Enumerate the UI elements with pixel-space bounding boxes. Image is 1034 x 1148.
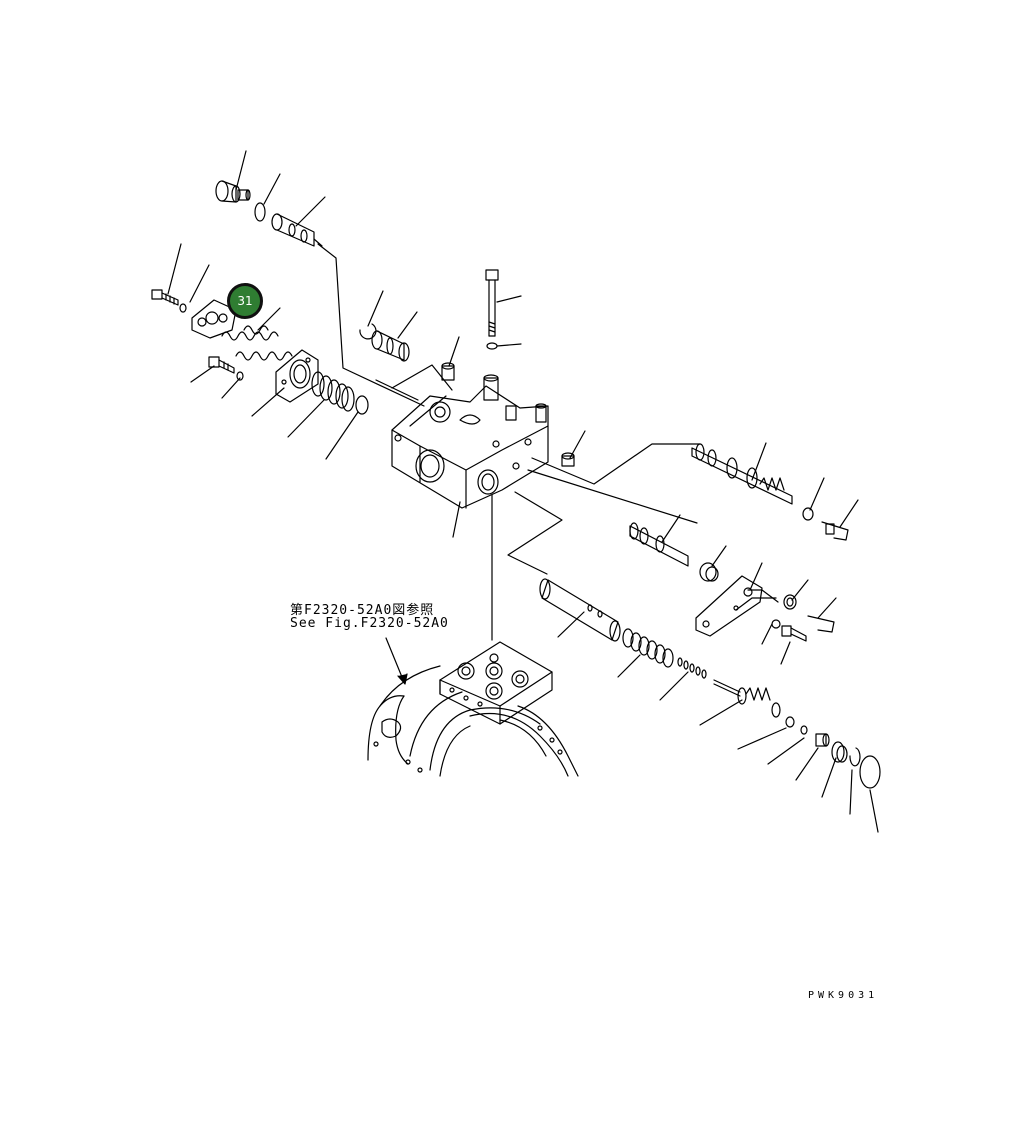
reference-note-english: See Fig.F2320-52A0 — [290, 616, 449, 631]
washer-bracket — [771, 619, 781, 629]
valve-body — [391, 374, 549, 509]
gasket-wavy — [221, 325, 293, 361]
sleeve-tube — [539, 578, 621, 642]
cap-nut — [441, 362, 455, 381]
reference-note-japanese: 第F2320-52A0図参照 — [290, 603, 435, 618]
bolt-bracket — [781, 625, 807, 642]
long-bolt — [485, 269, 499, 337]
nut-bracket — [783, 594, 797, 610]
spring-lower — [622, 628, 674, 668]
bracket-plate — [695, 575, 763, 637]
nut-right-1 — [802, 507, 814, 521]
washer-long-bolt — [486, 342, 498, 350]
cap-middle-right — [699, 562, 719, 582]
adjusting-screw — [713, 679, 781, 718]
plug-component — [215, 180, 251, 203]
washer-left-1 — [179, 303, 187, 313]
o-ring-1 — [254, 202, 266, 222]
drawing-code: PWK9031 — [808, 990, 879, 1001]
plug-lower — [815, 733, 830, 747]
snap-ring-1 — [359, 323, 377, 340]
washer-left-2 — [236, 371, 244, 381]
washer-lower-1 — [800, 725, 808, 735]
snap-ring-lower — [849, 747, 861, 767]
cap-lower — [831, 741, 848, 763]
nut-lower-1 — [785, 716, 795, 728]
clip-right-1 — [821, 521, 849, 541]
transmission-case — [367, 641, 579, 777]
o-ring-2 — [355, 395, 369, 415]
clip-right-2 — [807, 615, 835, 633]
cover-disc — [859, 755, 881, 789]
small-plug-right — [561, 452, 575, 467]
spring-large — [311, 371, 355, 412]
reference-arrow — [385, 637, 408, 685]
check-valve-component — [271, 213, 323, 247]
bolt-left-2 — [208, 356, 235, 374]
assembly-guide-lines — [317, 243, 779, 641]
flange-plate — [191, 299, 237, 339]
valve-plug-center — [371, 330, 410, 362]
cover-plate — [275, 349, 319, 403]
leader-lines — [167, 150, 879, 833]
bolt-left-1 — [151, 289, 179, 306]
spring-small-lower — [677, 657, 707, 679]
callout-badge-31[interactable]: 31 — [227, 283, 263, 319]
spool-long-right — [691, 443, 793, 505]
spool-middle-right — [629, 522, 689, 567]
